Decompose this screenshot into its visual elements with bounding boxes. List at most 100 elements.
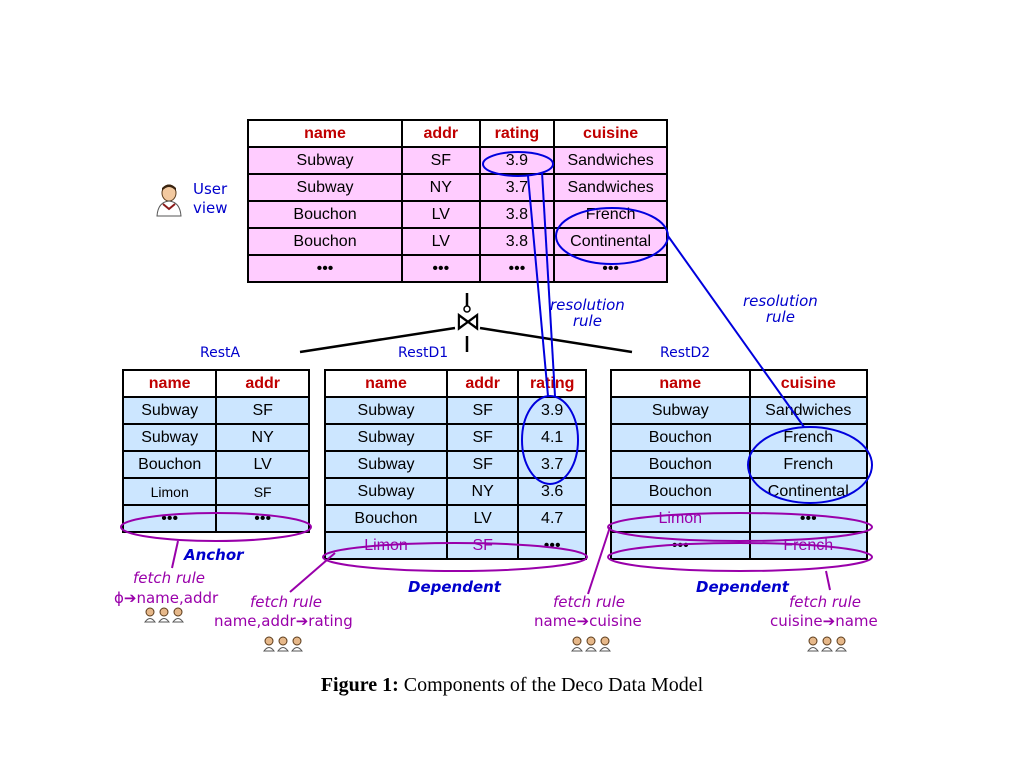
restd1-table: name addr rating Subway SF 3.9 Subway SF… [324, 369, 587, 560]
caption-prefix: Figure 1: [320, 674, 399, 696]
restd2-fetch-title: fetch rule [553, 593, 625, 611]
table-cell: 4.7 [517, 504, 587, 533]
table-row: Subway SF 3.7 [324, 450, 587, 479]
fetch-line-d2a [587, 526, 611, 595]
table-cell: ••• [610, 531, 751, 560]
table-cell: SF [445, 396, 520, 425]
table-row: Limon SF ••• [324, 531, 587, 560]
restd2-fetch-rule-2: cuisine➔name [770, 612, 878, 630]
table-row: Limon SF [121, 477, 310, 506]
table-cell: 3.7 [478, 173, 556, 202]
table-row: Subway Sandwiches [610, 396, 869, 425]
table-cell: Subway [121, 423, 218, 452]
table-cell: NY [401, 173, 481, 202]
table-cell: ••• [748, 504, 869, 533]
table-header-row: name addr [121, 369, 310, 398]
table-cell: LV [401, 227, 481, 256]
table-cell: Continental [553, 227, 668, 256]
crowd-icon [571, 636, 611, 652]
column-header: addr [215, 369, 310, 398]
table-row: ••• ••• [121, 504, 310, 533]
table-cell: Bouchon [324, 504, 448, 533]
table-cell: Sandwiches [553, 146, 668, 175]
table-cell: ••• [478, 254, 556, 283]
table-cell: LV [401, 200, 481, 229]
table-cell: Bouchon [246, 200, 404, 229]
table-cell: Limon [610, 504, 751, 533]
restd1-fetch-rule: name,addr➔rating [214, 612, 353, 630]
user-icon [156, 184, 182, 217]
table-cell: Limon [324, 531, 448, 560]
table-row: Subway NY 3.6 [324, 477, 587, 506]
crowd-icon [263, 636, 303, 652]
column-header: name [121, 369, 218, 398]
restd2-fetch-rule: name➔cuisine [534, 612, 642, 630]
restd1-title: RestD1 [398, 345, 449, 361]
table-row: Subway SF 3.9 Sandwiches [246, 146, 668, 175]
table-row: Subway SF [121, 396, 310, 425]
resta-fetch-rule: ϕ➔name,addr [114, 589, 219, 607]
table-cell: Bouchon [610, 450, 751, 479]
table-row: Subway NY 3.7 Sandwiches [246, 173, 668, 202]
table-cell: 4.1 [517, 423, 587, 452]
user-view-label: User view [193, 180, 228, 217]
resta-role: Anchor [184, 546, 244, 564]
table-header-row: name addr rating [324, 369, 587, 398]
join-symbol: ⋈ [455, 307, 481, 337]
table-cell: Subway [610, 396, 751, 425]
table-cell: NY [215, 423, 310, 452]
resta-fetch-title: fetch rule [133, 569, 205, 587]
table-row: Subway NY [121, 423, 310, 452]
table-cell: ••• [215, 504, 310, 533]
table-cell: 3.9 [517, 396, 587, 425]
table-cell: SF [215, 477, 310, 506]
table-cell: SF [445, 423, 520, 452]
restd2-fetch-title-2: fetch rule [789, 593, 861, 611]
table-cell: ••• [121, 504, 218, 533]
table-cell: Subway [324, 396, 448, 425]
column-header: name [246, 119, 404, 148]
figure-caption: Figure 1: Components of the Deco Data Mo… [0, 674, 1024, 697]
table-cell: Sandwiches [748, 396, 869, 425]
table-cell: French [748, 531, 869, 560]
fetch-line-d2b [825, 570, 831, 591]
caption-text: Components of the Deco Data Model [398, 674, 704, 696]
table-cell: 3.9 [478, 146, 556, 175]
table-cell: French [748, 450, 869, 479]
table-cell: French [748, 423, 869, 452]
table-row: Subway SF 4.1 [324, 423, 587, 452]
column-header: cuisine [553, 119, 668, 148]
table-cell: ••• [401, 254, 481, 283]
column-header: addr [445, 369, 520, 398]
table-cell: ••• [553, 254, 668, 283]
table-row: Subway SF 3.9 [324, 396, 587, 425]
table-cell: Subway [246, 146, 404, 175]
resta-table: name addr Subway SF Subway NY Bouchon LV… [121, 369, 310, 533]
table-cell: Subway [121, 396, 218, 425]
table-cell: SF [401, 146, 481, 175]
table-row: Bouchon French [610, 423, 869, 452]
column-header: cuisine [748, 369, 869, 398]
table-cell: Subway [324, 423, 448, 452]
table-row: Limon ••• [610, 504, 869, 533]
table-cell: Subway [324, 477, 448, 506]
restd2-table: name cuisine Subway Sandwiches Bouchon F… [610, 369, 869, 560]
table-cell: Continental [748, 477, 869, 506]
table-cell: Limon [121, 477, 218, 506]
column-header: name [610, 369, 751, 398]
table-cell: Bouchon [246, 227, 404, 256]
user-view-table: name addr rating cuisine Subway SF 3.9 S… [246, 119, 668, 283]
column-header: rating [517, 369, 587, 398]
restd1-role: Dependent [408, 578, 501, 596]
table-cell: ••• [517, 531, 587, 560]
table-row: Bouchon French [610, 450, 869, 479]
crowd-icon [144, 607, 184, 623]
table-cell: NY [445, 477, 520, 506]
table-cell: LV [445, 504, 520, 533]
resta-title: RestA [200, 345, 241, 361]
table-row: Bouchon LV 4.7 [324, 504, 587, 533]
table-cell: ••• [246, 254, 404, 283]
table-cell: Subway [246, 173, 404, 202]
table-cell: Bouchon [610, 423, 751, 452]
restd2-title: RestD2 [660, 345, 711, 361]
